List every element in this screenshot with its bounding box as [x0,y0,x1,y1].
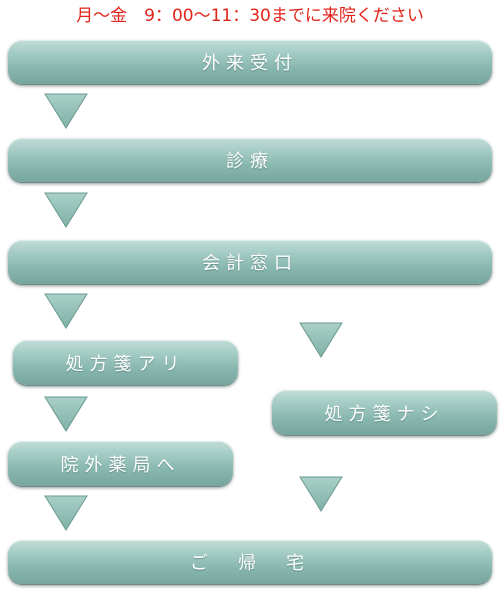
step-cashier-label: 会計窓口 [202,253,298,274]
office-hours-notice: 月〜金 9：00〜11：30までに来院ください [76,6,424,26]
step-prescription-no-label: 処方箋ナシ [324,403,445,425]
down-arrow-3 [44,293,88,329]
step-examination: 診療 [8,138,492,182]
down-arrow-1 [44,93,88,129]
down-arrow-2 [44,192,88,228]
step-reception: 外来受付 [8,40,492,84]
step-to-pharmacy: 院外薬局へ [8,441,233,486]
step-cashier: 会計窓口 [8,240,492,284]
step-reception-label: 外来受付 [202,53,298,74]
step-to-pharmacy-label: 院外薬局へ [60,454,181,476]
down-arrow-7 [299,476,343,512]
step-prescription-no: 処方箋ナシ [272,390,497,435]
step-go-home-label: ご 帰 宅 [190,553,310,574]
down-arrow-5 [44,495,88,531]
step-prescription-yes: 処方箋アリ [13,340,238,385]
step-examination-label: 診療 [226,151,274,172]
down-arrow-6 [299,322,343,358]
down-arrow-4 [44,396,88,432]
step-prescription-yes-label: 処方箋アリ [65,353,186,375]
step-go-home: ご 帰 宅 [8,540,492,584]
